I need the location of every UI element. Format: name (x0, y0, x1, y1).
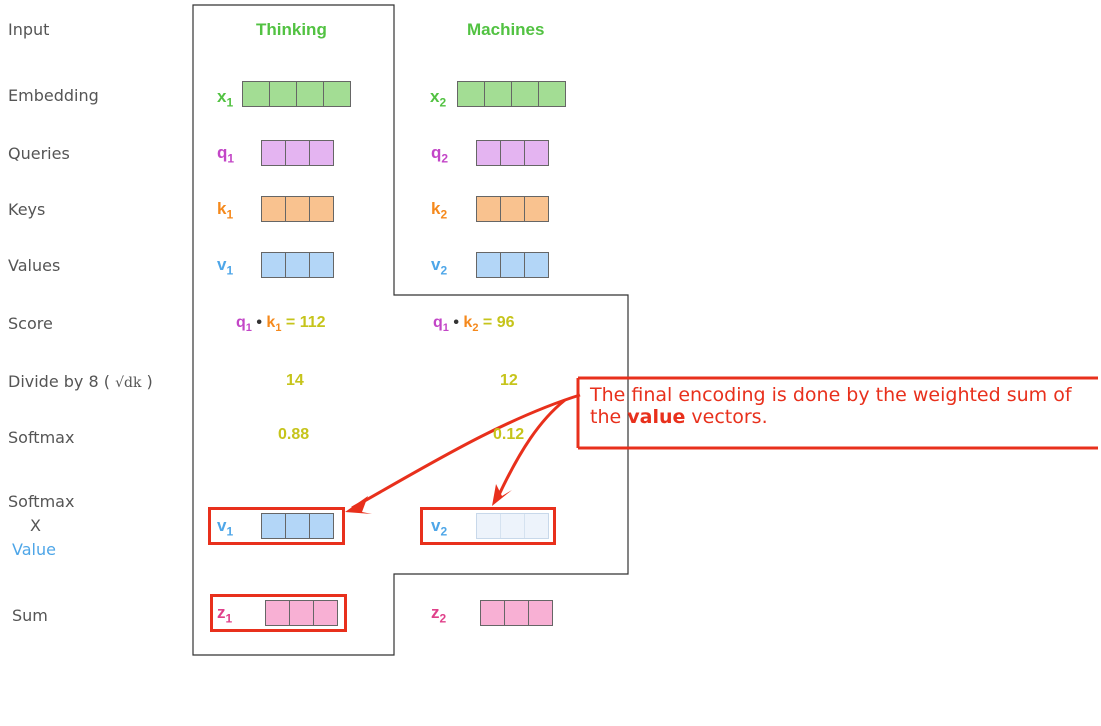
row-label-divide: Divide by 8 ( √dk ) (8, 372, 153, 391)
divide-close: ) (146, 372, 153, 391)
annotation-text-after: vectors. (685, 406, 768, 428)
row-label-queries: Queries (8, 144, 70, 163)
weighted-v2-highlight (420, 507, 556, 545)
q1-vector (261, 140, 334, 166)
z1-highlight (210, 594, 347, 632)
row-label-keys: Keys (8, 200, 46, 219)
softmax-2: 0.12 (493, 426, 525, 443)
row-label-softmax-x-value-2: X (30, 516, 41, 535)
row-label-softmax: Softmax (8, 428, 75, 447)
score-2-k: k (463, 314, 473, 331)
score-2-value: = 96 (482, 314, 515, 331)
arrow-head-v1 (345, 496, 372, 514)
weighted-v2-symbol: v2 (431, 516, 448, 539)
row-label-softmax-x-value-3: Value (12, 540, 56, 559)
arrow-to-v1 (351, 393, 581, 510)
q1-symbol: q1 (217, 143, 235, 166)
weighted-v1-highlight (208, 507, 345, 545)
annotation-text-before: The final encoding is done by the weight… (590, 384, 1072, 428)
z2-vector (480, 600, 553, 626)
row-label-embedding: Embedding (8, 86, 99, 105)
divide-text: Divide by 8 ( (8, 372, 110, 391)
word-machines: Machines (467, 20, 545, 39)
score-2-dot: • (453, 314, 459, 331)
v1-symbol: v1 (217, 255, 234, 278)
x1-symbol: x1 (217, 87, 234, 110)
score-1-q: q (236, 314, 246, 331)
weighted-v2-vector (476, 513, 549, 539)
divided-1: 14 (286, 372, 304, 389)
column-outline (192, 4, 629, 656)
sqrt-dk-formula: √dk (115, 375, 142, 391)
score-2-q: q (433, 314, 443, 331)
row-label-sum: Sum (12, 606, 48, 625)
v2-symbol: v2 (431, 255, 448, 278)
softmax-1: 0.88 (278, 426, 310, 443)
weighted-v1-symbol: v1 (217, 516, 234, 539)
score-2: q1 • k2 = 96 (433, 314, 515, 335)
x2-vector (457, 81, 566, 107)
z2-symbol: z2 (431, 603, 447, 626)
annotation-text-bold: value (627, 406, 686, 428)
score-1: q1 • k1 = 112 (236, 314, 326, 335)
x2-symbol: x2 (430, 87, 447, 110)
x1-vector (242, 81, 351, 107)
z1-symbol: z1 (217, 603, 233, 626)
word-thinking: Thinking (256, 20, 327, 39)
row-label-input: Input (8, 20, 50, 39)
k1-symbol: k1 (217, 199, 234, 222)
q2-vector (476, 140, 549, 166)
v1-vector (261, 252, 334, 278)
k2-symbol: k2 (431, 199, 448, 222)
score-1-dot: • (256, 314, 262, 331)
annotation-text: The final encoding is done by the weight… (590, 384, 1095, 428)
q2-symbol: q2 (431, 143, 449, 166)
row-label-score: Score (8, 314, 53, 333)
annotation-frame (576, 376, 1098, 450)
z1-vector (265, 600, 338, 626)
row-label-values: Values (8, 256, 61, 275)
k2-vector (476, 196, 549, 222)
k1-vector (261, 196, 334, 222)
score-1-k: k (266, 314, 276, 331)
arrow-to-v2 (496, 398, 566, 498)
score-1-value: = 112 (285, 314, 326, 331)
v2-vector (476, 252, 549, 278)
weighted-v1-vector (261, 513, 334, 539)
divided-2: 12 (500, 372, 518, 389)
row-label-softmax-x-value-1: Softmax (8, 492, 75, 511)
arrow-head-v2 (492, 484, 512, 506)
